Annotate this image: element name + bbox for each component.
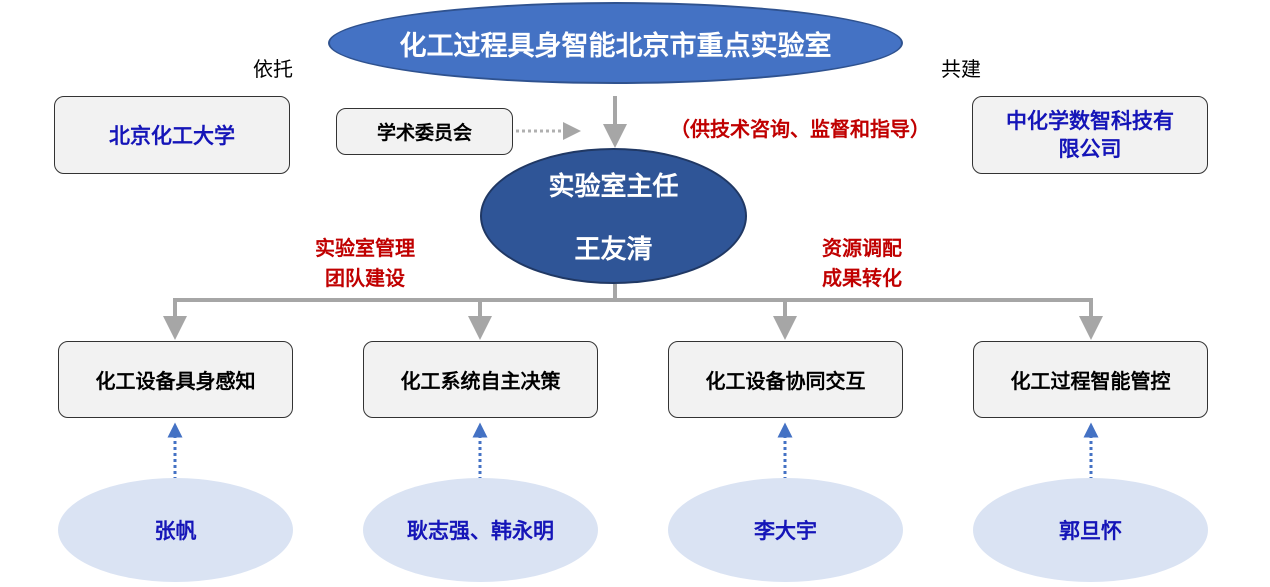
partner-left: 北京化工大学: [54, 96, 290, 174]
department-box: 化工过程智能管控: [973, 341, 1208, 418]
department-box: 化工设备协同交互: [668, 341, 903, 418]
department-box: 化工设备具身感知: [58, 341, 293, 418]
academic-committee: 学术委员会: [336, 108, 513, 155]
relation-left: 依托: [253, 56, 293, 81]
relation-right: 共建: [941, 56, 981, 81]
partner-right: 中化学数智科技有限公司: [972, 96, 1208, 174]
duty: 实验室管理: [315, 236, 415, 260]
director-role: 实验室主任: [548, 172, 679, 202]
duties-right: 资源调配 成果转化: [792, 232, 932, 294]
department-box: 化工系统自主决策: [363, 341, 598, 418]
tree-lines: [173, 284, 1093, 302]
duty: 成果转化: [822, 266, 902, 290]
department-lead: 李大宇: [668, 478, 903, 582]
duty: 团队建设: [325, 266, 405, 290]
department-lead: 耿志强、韩永明: [363, 478, 598, 582]
department-lead: 郭旦怀: [973, 478, 1208, 582]
director-name: 王友清: [574, 235, 653, 265]
director-node: 实验室主任 王友清: [480, 148, 747, 284]
department-lead: 张帆: [58, 478, 293, 582]
duty: 资源调配: [822, 236, 902, 260]
lab-title: 化工过程具身智能北京市重点实验室: [328, 2, 903, 84]
duties-left: 实验室管理 团队建设: [295, 232, 435, 294]
committee-note: （供技术咨询、监督和指导）: [670, 117, 930, 141]
